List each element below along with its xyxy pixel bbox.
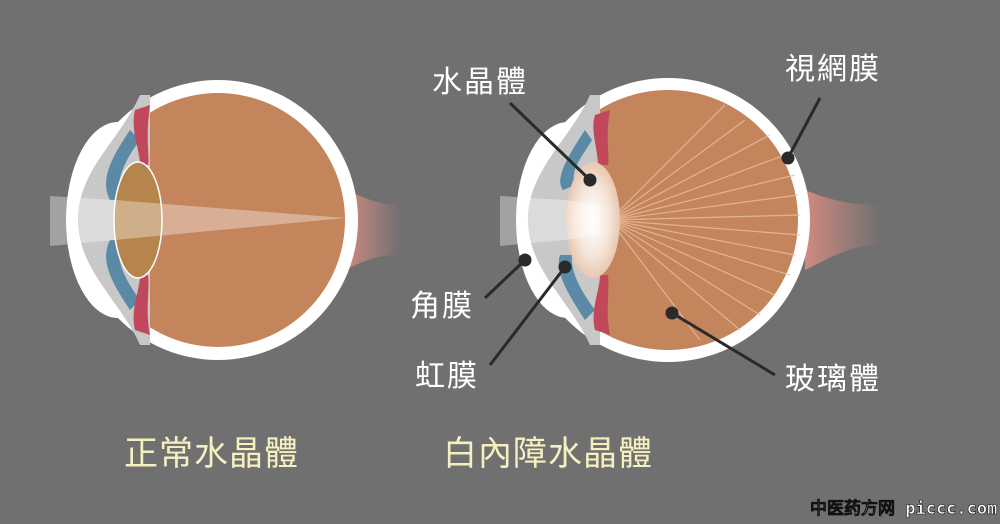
pointer-lines	[483, 97, 822, 377]
label-retina: 視網膜	[785, 52, 881, 87]
label-iris: 虹膜	[415, 359, 479, 394]
optic-nerve	[345, 190, 400, 270]
label-cornea: 角膜	[410, 289, 474, 324]
label-vitreous: 玻璃體	[785, 362, 881, 397]
watermark: 中医药方网 piccc.com	[810, 499, 998, 520]
caption-cataract-lens: 白內障水晶體	[443, 434, 653, 474]
normal-eye	[50, 80, 400, 360]
cataract-eye	[500, 78, 880, 362]
caption-normal-lens: 正常水晶體	[124, 434, 299, 474]
label-lens: 水晶體	[432, 65, 528, 100]
scattered-light-rays	[609, 104, 801, 341]
